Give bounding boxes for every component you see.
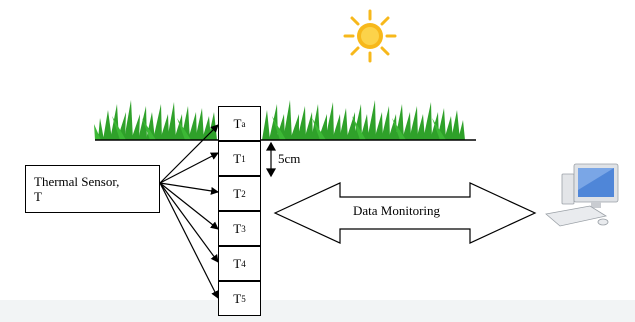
data-monitoring-label: Data Monitoring — [353, 203, 441, 218]
sensor-label-line2: T — [34, 189, 42, 204]
depth-label: 5cm — [278, 151, 301, 166]
depth-arrow — [265, 141, 277, 178]
thermal-sensor-box: Thermal Sensor, T — [25, 165, 160, 213]
sensor-arrows — [159, 124, 219, 299]
sensor-arrow-t2 — [159, 182, 219, 195]
sensor-arrow-ta — [159, 124, 219, 184]
computer-icon — [545, 163, 619, 227]
sensor-arrow-t5 — [159, 182, 219, 299]
grass-icon — [262, 100, 465, 140]
sensor-arrow-t1 — [159, 152, 219, 184]
sensor-label-line1: Thermal Sensor, — [34, 174, 120, 189]
grass-icon — [94, 100, 217, 140]
sun-icon — [343, 9, 397, 63]
sensor-arrow-t4 — [159, 182, 219, 263]
data-monitoring-arrow — [273, 182, 537, 244]
bottom-band — [0, 300, 635, 322]
sensor-arrow-t3 — [159, 182, 219, 230]
